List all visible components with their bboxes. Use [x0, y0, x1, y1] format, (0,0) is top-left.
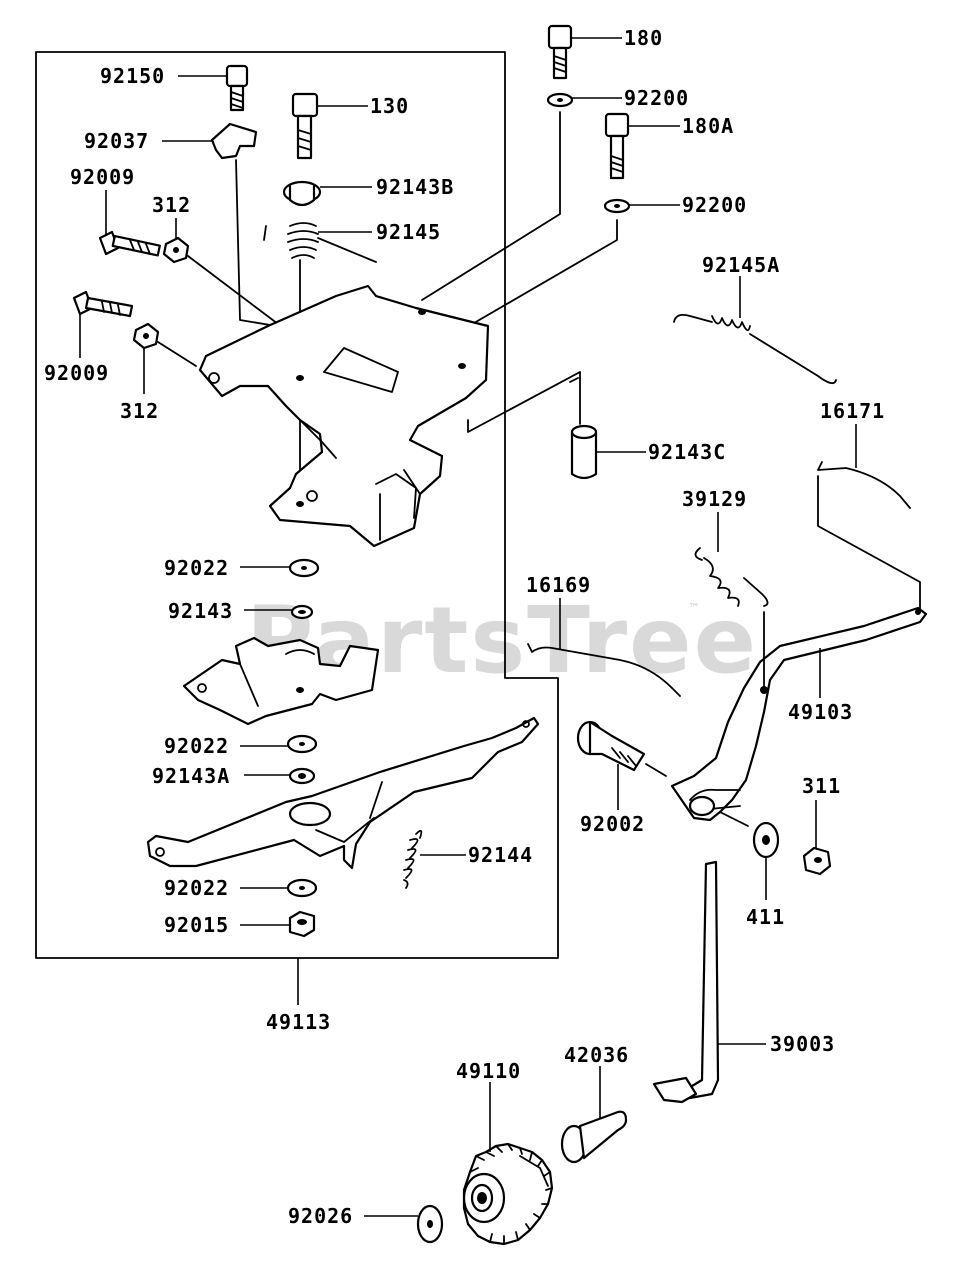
label-312-b: 312: [120, 399, 159, 423]
label-92143A: 92143A: [152, 764, 230, 788]
collar-92143[interactable]: [290, 604, 314, 620]
label-92022-a: 92022: [164, 556, 229, 580]
label-92200-mid: 92200: [682, 193, 747, 217]
label-16171: 16171: [820, 399, 885, 423]
spring-92145A[interactable]: [673, 313, 837, 385]
label-92145A: 92145A: [702, 253, 780, 277]
washer-92022-c[interactable]: [286, 878, 318, 898]
label-180: 180: [624, 26, 663, 50]
label-92026: 92026: [288, 1204, 353, 1228]
watermark-trademark: ™: [688, 601, 700, 615]
label-42036: 42036: [564, 1043, 629, 1067]
label-39003: 39003: [770, 1032, 835, 1056]
label-49103: 49103: [788, 700, 853, 724]
bolt-92009-b[interactable]: [72, 290, 134, 318]
washer-92200-top[interactable]: [546, 92, 574, 108]
collar-92143A[interactable]: [288, 767, 316, 785]
bolt-92002[interactable]: [576, 720, 646, 772]
label-92022-b: 92022: [164, 734, 229, 758]
label-92145: 92145: [376, 220, 441, 244]
washer-92200-mid[interactable]: [603, 198, 631, 214]
label-92037: 92037: [84, 129, 149, 153]
assembly-boundary-49113: [35, 51, 559, 959]
washer-92022-a[interactable]: [288, 558, 320, 578]
label-49110: 49110: [456, 1059, 521, 1083]
nut-92015[interactable]: [288, 910, 316, 938]
spring-92145[interactable]: [263, 222, 319, 471]
wire-16169[interactable]: [527, 643, 681, 697]
spring-39129[interactable]: [694, 547, 769, 607]
spring-92144[interactable]: [403, 829, 423, 889]
nut-311[interactable]: [802, 846, 832, 876]
label-16169: 16169: [526, 573, 591, 597]
nut-312-a[interactable]: [162, 236, 190, 264]
bolt-92150[interactable]: [225, 64, 249, 112]
label-92143: 92143: [168, 599, 233, 623]
wire-16171[interactable]: [817, 461, 921, 611]
label-92009-b: 92009: [44, 361, 109, 385]
label-92200-top: 92200: [624, 86, 689, 110]
clip-92037[interactable]: [210, 122, 258, 160]
label-311: 311: [802, 774, 841, 798]
bolt-92009-a[interactable]: [98, 230, 161, 257]
lever-plate[interactable]: [182, 636, 380, 726]
washer-411[interactable]: [752, 821, 780, 859]
label-180A: 180A: [682, 114, 734, 138]
bolt-180A[interactable]: [604, 112, 630, 180]
label-92022-c: 92022: [164, 876, 229, 900]
gear-49110[interactable]: [462, 1142, 554, 1246]
label-92009-a: 92009: [70, 165, 135, 189]
bolt-130[interactable]: [291, 92, 319, 160]
collar-92143C[interactable]: [570, 424, 598, 480]
control-bracket-plate[interactable]: [198, 284, 490, 548]
label-92143B: 92143B: [376, 175, 454, 199]
label-411: 411: [746, 905, 785, 929]
label-39129: 39129: [682, 487, 747, 511]
lever-49103[interactable]: [670, 606, 928, 822]
label-92002: 92002: [580, 812, 645, 836]
pin-42036[interactable]: [560, 1110, 628, 1164]
label-312-a: 312: [152, 193, 191, 217]
nut-312-b[interactable]: [132, 322, 160, 350]
label-92150: 92150: [100, 64, 165, 88]
label-49113: 49113: [266, 1010, 331, 1034]
shaft-39003[interactable]: [652, 860, 720, 1104]
label-92143C: 92143C: [648, 440, 726, 464]
washer-92026[interactable]: [416, 1204, 444, 1244]
bolt-180[interactable]: [547, 24, 573, 80]
label-92015: 92015: [164, 913, 229, 937]
washer-92022-b[interactable]: [286, 734, 318, 754]
governor-lever-arm[interactable]: [146, 716, 540, 870]
label-130: 130: [370, 94, 409, 118]
label-92144: 92144: [468, 843, 533, 867]
collar-92143B[interactable]: [282, 180, 322, 207]
